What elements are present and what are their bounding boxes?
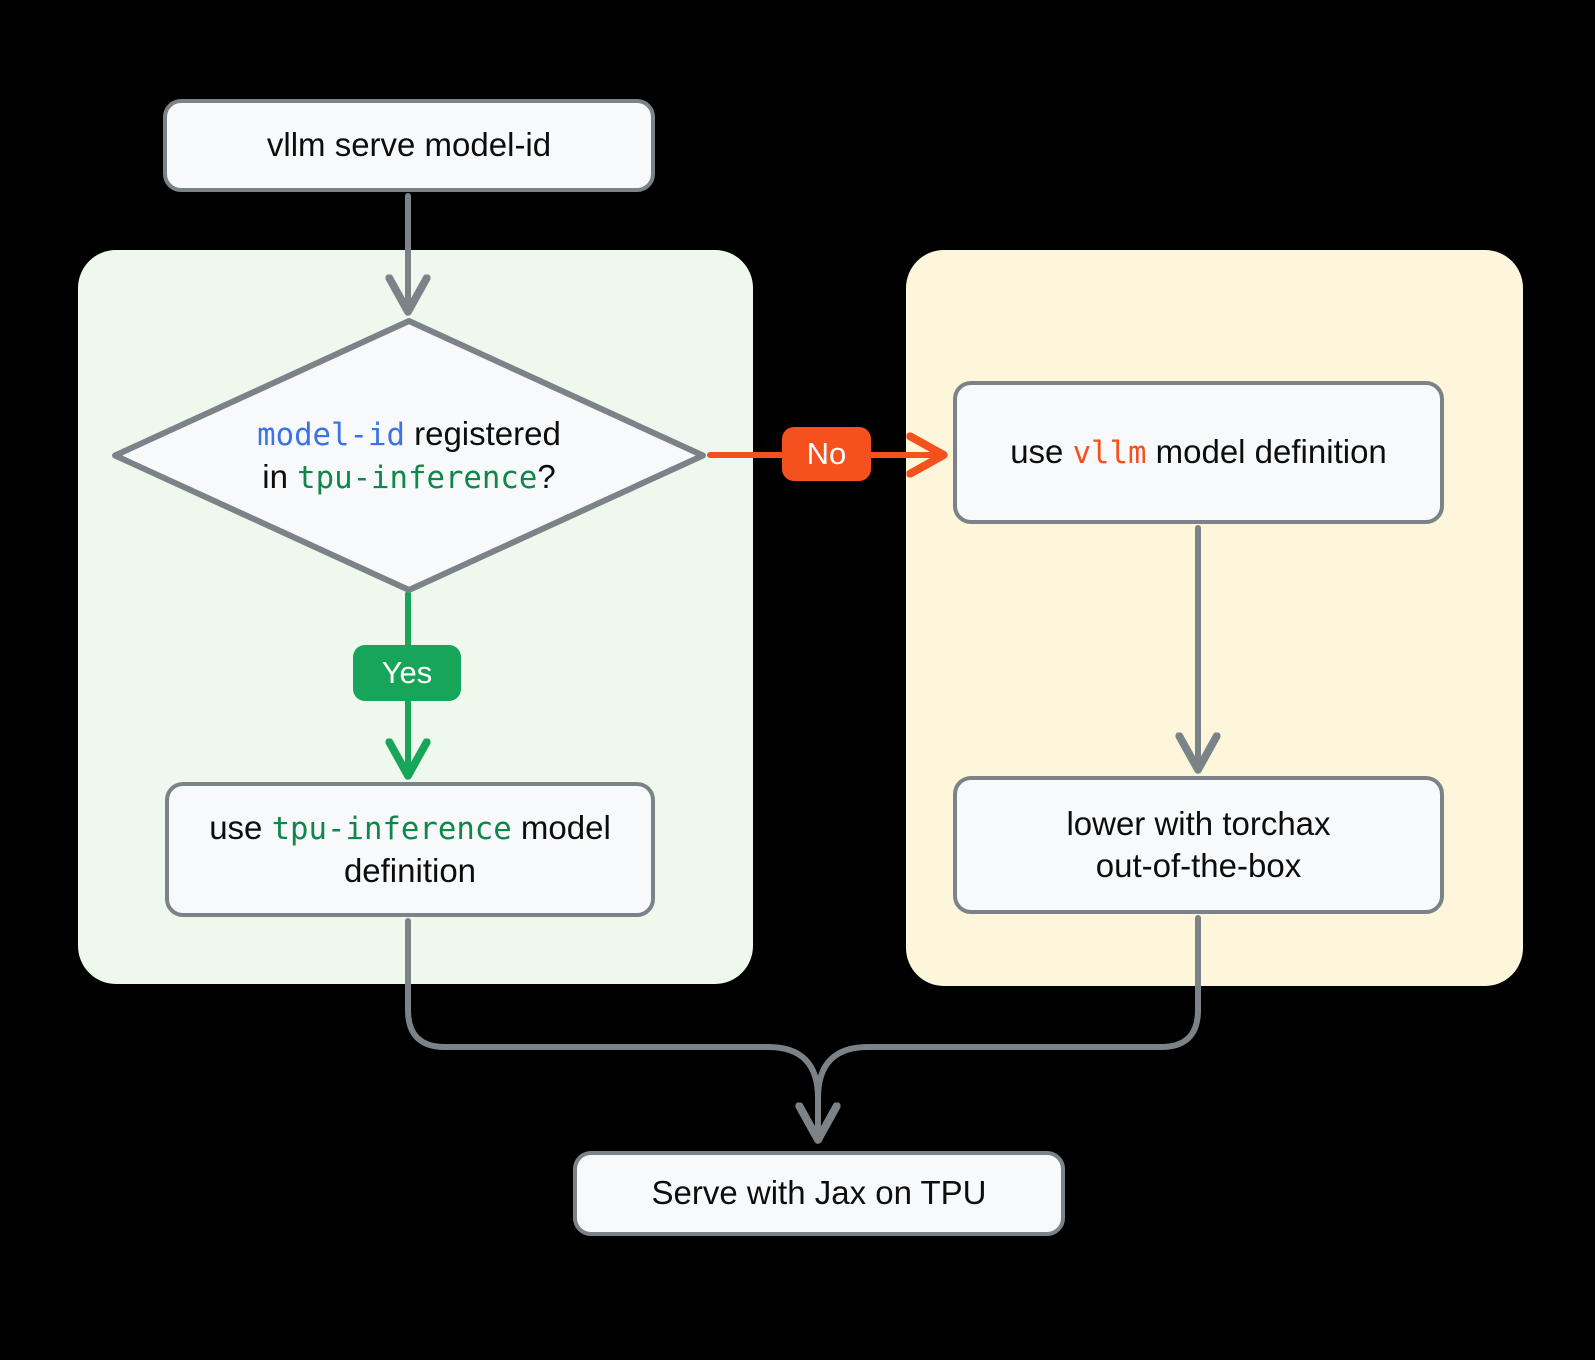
edge-label-no: No bbox=[782, 427, 871, 481]
node-end-label: Serve with Jax on TPU bbox=[651, 1174, 987, 1212]
tpu-def-text-post: model definition bbox=[343, 809, 611, 889]
node-start-label: vllm serve model-id bbox=[266, 126, 552, 164]
edge-label-yes: Yes bbox=[353, 645, 461, 701]
edge-tpu-definition-to-end bbox=[405, 918, 818, 1136]
node-torchax-lowering[interactable]: lower with torchax out-of-the-box bbox=[953, 776, 1444, 914]
vllm-def-token-vllm: vllm bbox=[1072, 436, 1147, 472]
node-tpu-inference-definition[interactable]: use tpu-inference model definition bbox=[165, 782, 655, 917]
node-start[interactable]: vllm serve model-id bbox=[163, 99, 655, 192]
tpu-def-token-tpu-inference: tpu-inference bbox=[271, 812, 512, 848]
node-decision[interactable]: model-id registered in tpu-inference? bbox=[111, 317, 707, 594]
vllm-def-text-pre: use bbox=[1010, 433, 1073, 471]
torchax-line2: out-of-the-box bbox=[1095, 847, 1302, 884]
diamond-shape bbox=[112, 318, 706, 593]
edge-torchax-to-end bbox=[818, 915, 1201, 1136]
vllm-def-text-post: model definition bbox=[1146, 433, 1387, 471]
torchax-line1: lower with torchax bbox=[1066, 804, 1331, 842]
node-vllm-definition[interactable]: use vllm model definition bbox=[953, 381, 1444, 524]
tpu-def-text-pre: use bbox=[209, 809, 272, 847]
node-end[interactable]: Serve with Jax on TPU bbox=[573, 1151, 1065, 1236]
